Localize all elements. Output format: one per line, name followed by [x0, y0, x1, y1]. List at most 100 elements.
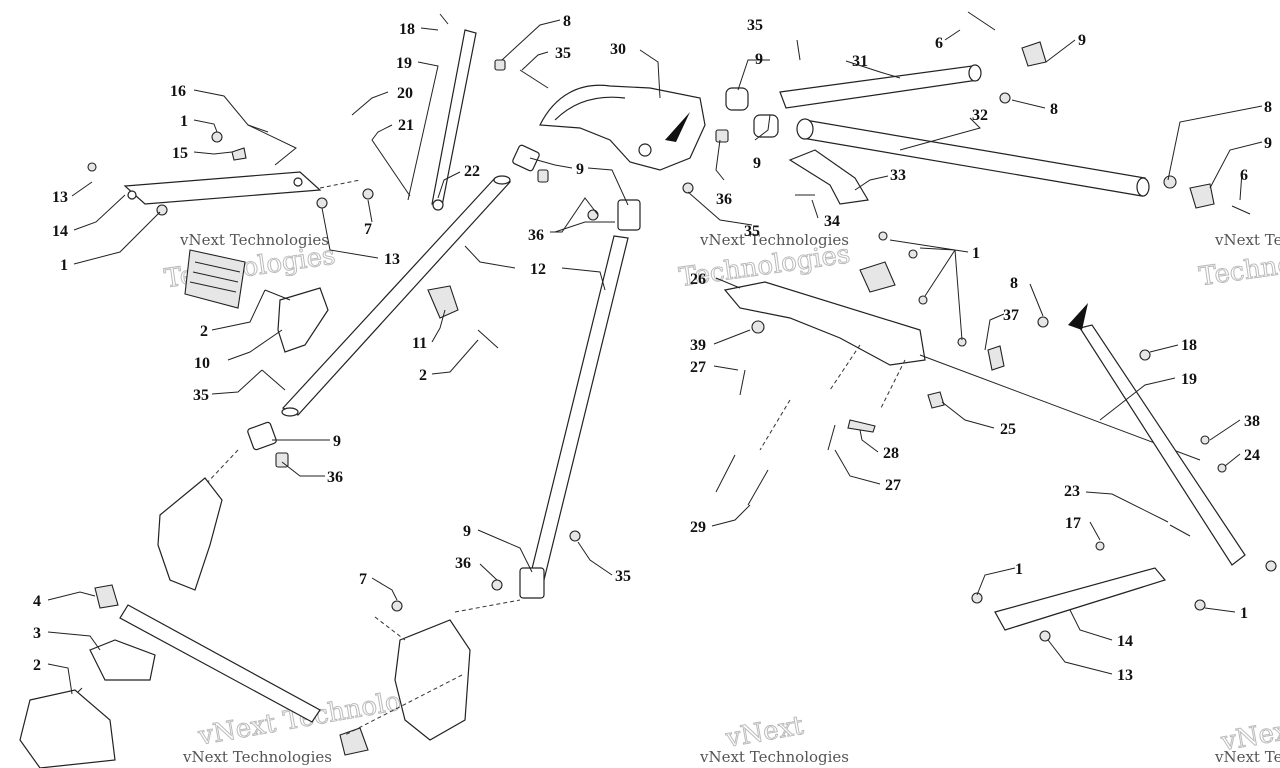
callout-number: 25	[1000, 421, 1016, 438]
screw-2-mid	[477, 329, 499, 349]
callout-number: 36	[327, 469, 343, 486]
callout-number: 17	[1065, 515, 1081, 532]
callout-number: 9	[755, 51, 763, 68]
bolt-35-left	[261, 369, 286, 391]
callout-number: 8	[1050, 101, 1058, 118]
callout-number: 27	[885, 477, 901, 494]
callout-number: 32	[972, 107, 988, 124]
callout-number: 35	[747, 17, 763, 34]
mounting-bracket-lower-right	[994, 567, 1167, 631]
support-arm-right	[1079, 324, 1246, 566]
callout-number: 9	[463, 523, 471, 540]
callout-number: 1	[972, 245, 980, 262]
callout-number: 28	[883, 445, 899, 462]
mounting-bracket-upper-left	[123, 171, 322, 205]
nut-1-b	[908, 249, 918, 259]
callout-number: 7	[364, 221, 372, 238]
bolt-13-head	[87, 162, 97, 172]
callout-number: 6	[935, 35, 943, 52]
callout-number: 14	[1117, 633, 1133, 650]
nut-8-arm	[1037, 316, 1049, 328]
callout-number: 2	[200, 323, 208, 340]
callout-number: 1	[1015, 561, 1023, 578]
u-joint-9	[617, 199, 641, 231]
callout-number: 1	[60, 257, 68, 274]
callout-number: 9	[576, 161, 584, 178]
bolt-6-right	[1231, 205, 1251, 215]
callout-number: 18	[1181, 337, 1197, 354]
callout-number: 16	[170, 83, 186, 100]
tie-tube-31	[779, 65, 979, 109]
callout-number: 10	[194, 355, 210, 372]
callout-number: 14	[52, 223, 68, 240]
bushing-36-right	[715, 129, 729, 143]
casting-edge	[554, 96, 626, 121]
tie-rod-lower	[119, 604, 321, 723]
gearbox-lower-left	[19, 689, 116, 768]
plate-3	[89, 639, 156, 681]
clamp-37	[987, 345, 1005, 371]
u-joint-left	[247, 421, 277, 451]
callout-number: 11	[412, 335, 427, 352]
bolt-13	[316, 197, 328, 209]
watermarks: Technologies vNext Technologies Technolo…	[162, 231, 1280, 766]
bushing-bottom	[339, 727, 369, 756]
callout-number: 29	[690, 519, 706, 536]
nut-8-right	[999, 92, 1011, 104]
nut-22	[432, 199, 444, 211]
callout-number: 24	[1244, 447, 1260, 464]
nut-1-lr2	[1194, 599, 1206, 611]
tube-end	[968, 64, 982, 82]
callout-number: 9	[333, 433, 341, 450]
mount-block	[859, 261, 896, 293]
cap-4	[94, 584, 119, 609]
cap-9b	[753, 114, 779, 138]
callout-number: 3	[33, 625, 41, 642]
nut-36-lower	[491, 579, 503, 591]
callout-number: 19	[396, 55, 412, 72]
callout-number: 23	[1064, 483, 1080, 500]
watermark-text: vNext Technologies	[1214, 231, 1280, 249]
watermark-text: vNext Technologies	[182, 748, 332, 766]
leader-lines	[47, 19, 1263, 695]
watermark: vNext vNext Technologies	[1214, 714, 1280, 766]
callout-number: 20	[397, 85, 413, 102]
callout-number: 8	[563, 13, 571, 30]
leader-dash	[319, 179, 361, 189]
bracket-33	[788, 149, 869, 205]
nut-8	[494, 59, 506, 71]
bracket-hole	[127, 190, 137, 200]
callout-number: 35	[615, 568, 631, 585]
nut-36	[587, 209, 599, 221]
callout-number: 13	[52, 189, 68, 206]
bolt-35-mid	[682, 182, 694, 194]
bolt-35-upper	[519, 69, 549, 89]
nut-1-lr	[971, 592, 983, 604]
callout-number: 1	[180, 113, 188, 130]
nut-1-a	[878, 231, 888, 241]
bolt-18-arm	[1139, 349, 1151, 361]
callout-number: 8	[1264, 99, 1272, 116]
callout-number: 21	[398, 117, 414, 134]
leader-dash	[759, 344, 906, 451]
clamp-9-top	[1021, 41, 1047, 67]
casting-hole	[638, 143, 652, 157]
callout-number: 2	[33, 657, 41, 674]
bolt-23	[1169, 524, 1191, 537]
mounting-clip-10	[277, 287, 329, 353]
washer-39	[751, 320, 765, 334]
callout-number: 39	[690, 337, 706, 354]
callout-number: 35	[193, 387, 209, 404]
tube-end	[1136, 177, 1150, 197]
callout-number: 35	[744, 223, 760, 240]
callout-number: 4	[33, 593, 41, 610]
watermark-text: vNext Technologies	[699, 748, 849, 766]
gearbox-housing-left	[157, 477, 223, 591]
callout-number: 30	[610, 41, 626, 58]
parts	[19, 11, 1277, 768]
watermark: Technologies vNext Technologies	[1197, 231, 1280, 293]
callout-number: 36	[716, 191, 732, 208]
gearbox-housing-center	[394, 619, 471, 741]
direction-arrow-icon	[1068, 303, 1088, 330]
bolts-29	[715, 454, 769, 506]
